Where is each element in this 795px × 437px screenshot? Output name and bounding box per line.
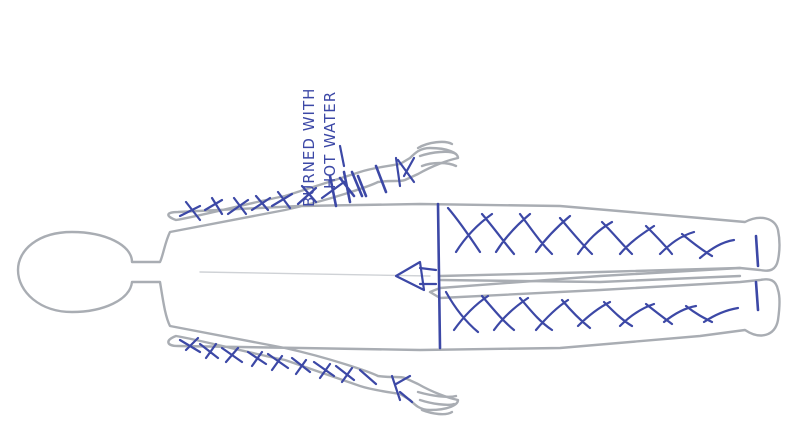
annotation-line-2: hot water bbox=[320, 7, 341, 207]
annotation-text: Burned with hot water bbox=[299, 7, 345, 207]
annotation-line-1: Burned with bbox=[299, 7, 320, 207]
